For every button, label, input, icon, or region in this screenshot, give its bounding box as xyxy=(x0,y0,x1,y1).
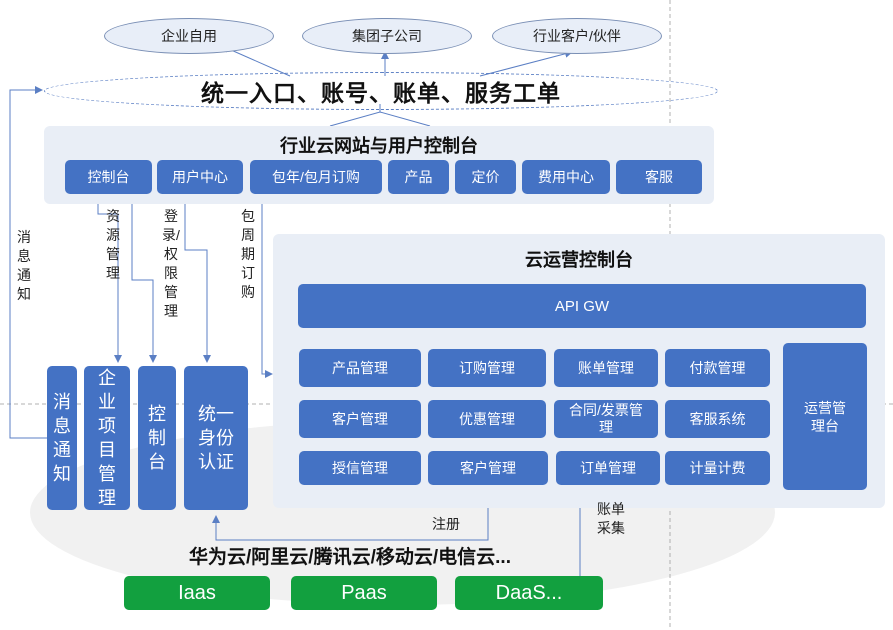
arrow-resource-mgmt xyxy=(97,195,122,363)
oval-group-subsidiary: 集团子公司 xyxy=(302,18,472,54)
ops-product-mgmt[interactable]: 产品管理 xyxy=(299,349,421,387)
module-console[interactable]: 控制台 xyxy=(138,366,176,510)
module-enterprise-project-mgmt[interactable]: 企业项目管理 xyxy=(84,366,130,510)
oval-industry-customer-partner: 行业客户/伙伴 xyxy=(492,18,662,54)
iaas-block[interactable]: Iaas xyxy=(124,576,270,610)
funnel-lines xyxy=(329,111,431,127)
ops-console-title: 云运营控制台 xyxy=(525,250,633,270)
ops-payment-mgmt[interactable]: 付款管理 xyxy=(665,349,770,387)
arrow-register xyxy=(212,484,489,541)
label-message-notify: 消息通知 xyxy=(17,229,31,302)
portal-item-billing-center[interactable]: 费用中心 xyxy=(522,160,610,194)
paas-block[interactable]: Paas xyxy=(291,576,437,610)
module-unified-auth[interactable]: 统一身份认证 xyxy=(184,366,248,510)
arrow-industry-oval xyxy=(479,49,573,77)
ops-discount-mgmt[interactable]: 优惠管理 xyxy=(428,400,546,438)
arrow-user-center-auth xyxy=(184,195,211,363)
ops-bill-mgmt[interactable]: 账单管理 xyxy=(554,349,658,387)
portal-item-pricing[interactable]: 定价 xyxy=(455,160,516,194)
api-gw-bar[interactable]: API GW xyxy=(298,284,866,328)
arrow-message-notify xyxy=(9,86,47,439)
label-subscription: 包周期订购 xyxy=(241,208,255,300)
label-login-permission: 登录/权限管理 xyxy=(162,208,180,319)
label-bill-collect: 账单采集 xyxy=(597,501,625,536)
portal-item-customer-service[interactable]: 客服 xyxy=(616,160,702,194)
unified-entry-oval: 统一入口、账号、账单、服务工单 xyxy=(44,72,718,110)
portal-item-console[interactable]: 控制台 xyxy=(65,160,152,194)
ops-order-subscription-mgmt[interactable]: 订购管理 xyxy=(428,349,546,387)
portal-title: 行业云网站与用户控制台 xyxy=(280,136,478,156)
ops-customer-mgmt-2[interactable]: 客户管理 xyxy=(428,451,548,485)
ops-order-mgmt[interactable]: 订单管理 xyxy=(556,451,660,485)
portal-item-product[interactable]: 产品 xyxy=(388,160,449,194)
label-resource-mgmt: 资源管理 xyxy=(106,208,120,281)
ops-metering-billing[interactable]: 计量计费 xyxy=(665,451,770,485)
ops-credit-mgmt[interactable]: 授信管理 xyxy=(299,451,421,485)
arrow-login-mgmt xyxy=(131,195,157,363)
oval-enterprise-self-use: 企业自用 xyxy=(104,18,274,54)
label-register: 注册 xyxy=(432,516,460,532)
ops-operation-platform[interactable]: 运营管理台 xyxy=(783,343,867,490)
ops-customer-service-system[interactable]: 客服系统 xyxy=(665,400,770,438)
ops-contract-invoice-mgmt[interactable]: 合同/发票管理 xyxy=(554,400,658,438)
module-message-notify[interactable]: 消息通知 xyxy=(47,366,77,510)
portal-item-subscription[interactable]: 包年/包月订购 xyxy=(250,160,382,194)
daas-block[interactable]: DaaS... xyxy=(455,576,603,610)
ops-customer-mgmt[interactable]: 客户管理 xyxy=(299,400,421,438)
arrow-subscription xyxy=(261,195,273,378)
portal-item-user-center[interactable]: 用户中心 xyxy=(157,160,243,194)
cloud-providers: 华为云/阿里云/腾讯云/移动云/电信云... xyxy=(189,547,511,568)
